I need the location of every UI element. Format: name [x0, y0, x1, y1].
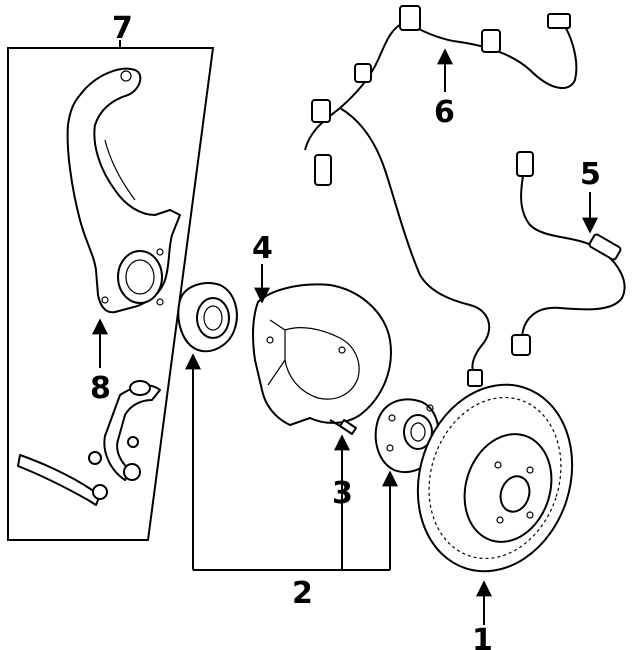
callout-6: 6 — [434, 95, 455, 130]
callout-8: 8 — [90, 371, 111, 406]
brake-rotor — [416, 383, 574, 573]
control-arm — [17, 380, 161, 506]
brake-hose — [511, 151, 626, 356]
callout-7: 7 — [112, 11, 133, 46]
callout-2: 2 — [292, 576, 313, 611]
splash-shield — [252, 283, 392, 426]
callout-3: 3 — [332, 476, 353, 511]
wheel-hub — [374, 398, 440, 473]
wheel-stud — [329, 419, 357, 435]
callout-4: 4 — [252, 231, 273, 266]
steering-knuckle — [66, 67, 181, 314]
callout-5: 5 — [580, 157, 601, 192]
wheel-bearing — [177, 282, 238, 353]
leader-lines — [92, 48, 598, 625]
abs-sensor-harness — [304, 5, 578, 387]
callout-1: 1 — [472, 623, 493, 650]
knuckle-kit-bracket — [7, 40, 215, 541]
